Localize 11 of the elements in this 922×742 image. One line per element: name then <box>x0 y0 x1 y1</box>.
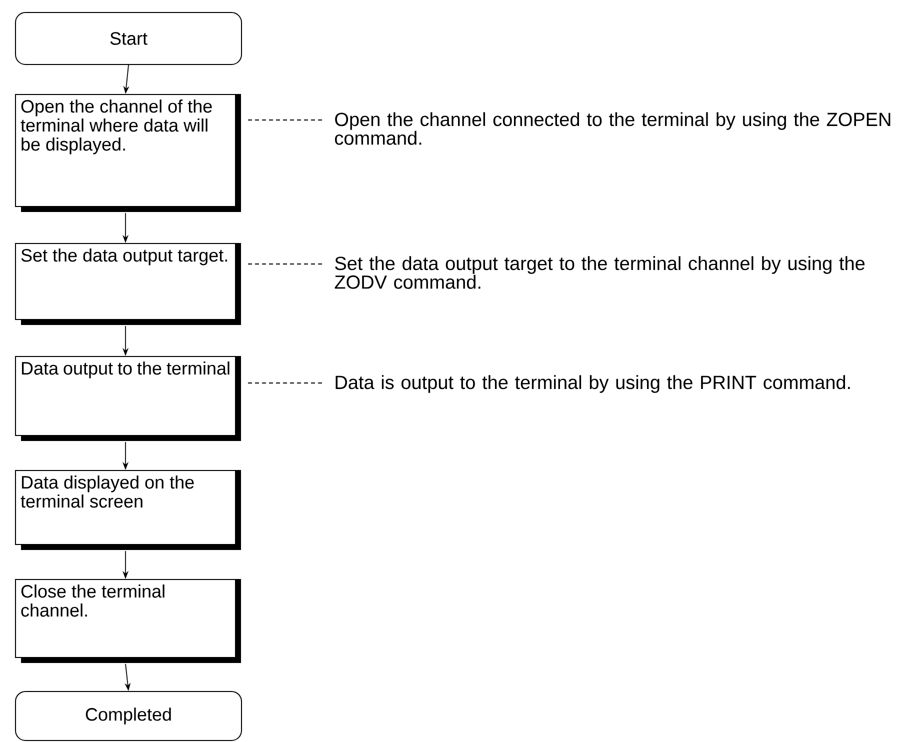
process-box: Data output to the terminal <box>15 356 241 441</box>
leader-line <box>248 382 324 384</box>
process-box: Open the channel of the terminal where data will be displayed. <box>15 94 241 212</box>
process-box: Data displayed on the terminal screen <box>15 470 241 550</box>
description-text: Set the data output target to the terminal channel by using the ZODV command. <box>334 256 865 289</box>
process-box: Close the terminal channel. <box>15 578 241 663</box>
description-text: Open the channel connected to the terminal by using the ZOPEN command. <box>335 112 890 145</box>
terminal-box: Completed <box>15 690 242 741</box>
process-box: Set the data output target. <box>15 243 241 325</box>
terminal-box: Start <box>15 12 242 65</box>
description-text: Data is output to the terminal by using the PRINT command. <box>336 375 850 393</box>
